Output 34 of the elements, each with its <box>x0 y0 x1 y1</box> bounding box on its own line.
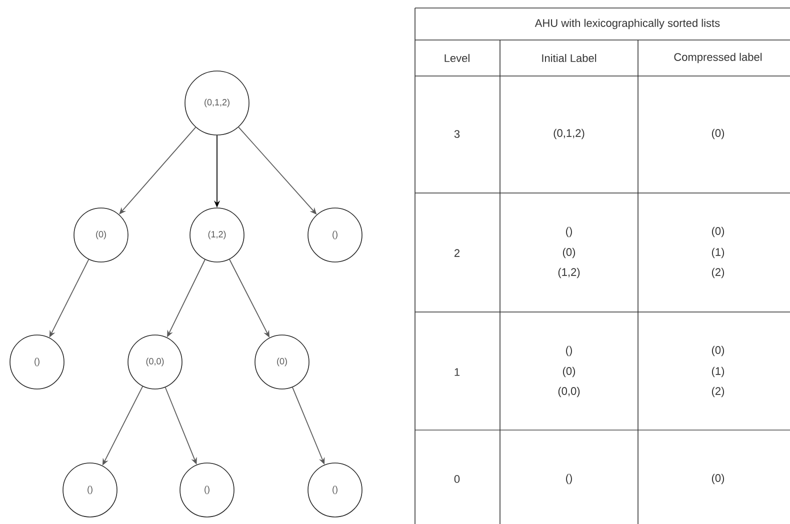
table-cell: (2) <box>712 386 724 398</box>
table-cell: (0,0) <box>558 386 580 398</box>
table-cell: (1,2) <box>558 268 580 278</box>
table-cell: () <box>566 226 572 238</box>
column-header: Compressed label <box>674 52 762 64</box>
table-cell: 3 <box>454 130 460 138</box>
table-cell: (0) <box>562 248 576 258</box>
table-cell: 0 <box>454 475 460 483</box>
tree-node: () <box>308 208 362 262</box>
table-cell: (0) <box>712 474 724 484</box>
table-cell: () <box>566 474 572 484</box>
table-title: AHU with lexicographically sorted lists <box>534 18 720 30</box>
table-cell: (0) <box>562 366 576 378</box>
column-header: Initial Label <box>542 54 596 62</box>
table-cell: 1 <box>454 368 460 376</box>
tree-node: () <box>62 462 118 518</box>
tree-node: (0,1,2) <box>184 70 250 136</box>
table-cell: (2) <box>712 268 724 278</box>
table-cell: (0) <box>712 128 724 140</box>
table-cell: (0) <box>712 226 724 238</box>
table-cell: (1) <box>712 248 724 258</box>
table-cell: () <box>566 346 572 356</box>
tree-node: () <box>180 462 234 518</box>
table-cell: 2 <box>454 249 460 257</box>
tree-node: (0) <box>254 334 310 390</box>
tree-node: (1,2) <box>190 208 244 262</box>
column-header: Level <box>444 54 470 62</box>
tree-node: (0,0) <box>128 334 182 390</box>
tree-node: () <box>308 462 362 518</box>
tree-node: (0) <box>74 208 128 262</box>
table-cell: (0,1,2) <box>554 128 584 140</box>
table-cell: (0) <box>712 346 724 356</box>
tree-node: () <box>10 334 64 390</box>
table-cell: (1) <box>712 366 724 378</box>
